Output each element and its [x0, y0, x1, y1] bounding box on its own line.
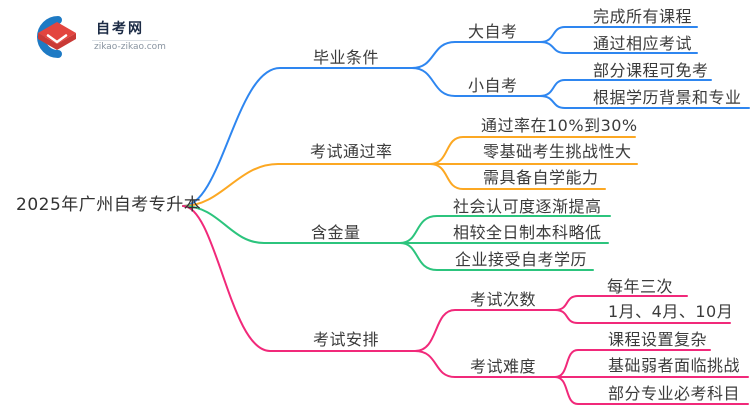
node-value: 含金量 — [311, 223, 361, 242]
leaf-jan-apr-oct: 1月、4月、10月 — [608, 302, 734, 321]
leaf-some-courses-exempt: 部分课程可免考 — [593, 61, 709, 80]
node-big-selfexam: 大自考 — [468, 22, 518, 41]
leaf-complete-all-courses: 完成所有课程 — [593, 7, 693, 26]
leaf-based-on-background-major: 根据学历背景和专业 — [593, 88, 742, 107]
leaf-lower-than-fulltime: 相较全日制本科略低 — [453, 223, 602, 242]
leaf-weak-foundation-challenge: 基础弱者面临挑战 — [608, 356, 741, 375]
root-node: 2025年广州自考专升本 — [16, 195, 202, 215]
leaf-three-times-a-year: 每年三次 — [607, 277, 674, 296]
branch-lines-exam-schedule — [182, 205, 749, 405]
logo-domain-text: zikao-zikao.com — [94, 42, 166, 52]
leaf-pass-rate-10-30: 通过率在10%到30% — [481, 116, 638, 135]
node-pass-rate: 考试通过率 — [310, 142, 393, 161]
branch-lines-graduation-requirements — [182, 26, 750, 207]
leaf-social-recognition-rising: 社会认可度逐渐提高 — [453, 197, 602, 216]
node-exam-frequency: 考试次数 — [470, 290, 537, 309]
leaf-zero-basis-challenging: 零基础考生挑战性大 — [483, 142, 632, 161]
leaf-pass-corresponding-exams: 通过相应考试 — [593, 34, 693, 53]
leaf-complex-curriculum: 课程设置复杂 — [608, 330, 708, 349]
leaf-required-subjects: 部分专业必考科目 — [608, 384, 741, 403]
logo-divider — [92, 40, 158, 41]
graduation-cap-icon — [37, 16, 76, 58]
site-logo[interactable]: 自考网 zikao-zikao.com — [28, 14, 168, 60]
leaf-employers-accept: 企业接受自考学历 — [455, 250, 588, 269]
logo-title: 自考网 — [96, 21, 144, 37]
branch-lines-value — [182, 205, 611, 271]
node-small-selfexam: 小自考 — [468, 76, 518, 95]
node-graduation-requirements: 毕业条件 — [313, 48, 380, 67]
node-exam-schedule: 考试安排 — [313, 330, 380, 349]
leaf-self-study-ability: 需具备自学能力 — [483, 168, 599, 187]
branch-lines-pass-rate — [182, 136, 638, 207]
node-exam-difficulty: 考试难度 — [470, 357, 537, 376]
